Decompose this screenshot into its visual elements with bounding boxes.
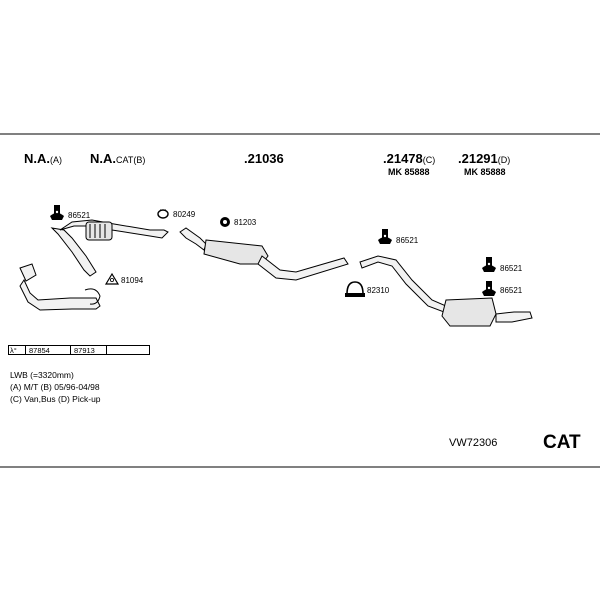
clamp-icon [378, 229, 392, 244]
reference-symbol: λ° [8, 346, 26, 355]
heading-part-21291-main: .21291 [458, 151, 498, 166]
part-label-86521: 86521 [500, 286, 523, 295]
diagram-code: VW72306 [449, 437, 498, 449]
part-label-86521: 86521 [500, 264, 523, 273]
u-bolt-clamp-icon [345, 281, 365, 297]
heading-part-21478-main: .21478 [383, 151, 423, 166]
note-line: LWB (=3320mm) [10, 370, 74, 380]
part-label-81094: 81094 [121, 276, 144, 285]
part-label-82310: 82310 [367, 286, 390, 295]
reference-cell: 87913 [71, 346, 107, 355]
heading-part-21036: .21036 [244, 152, 284, 165]
part-label-86521: 86521 [68, 211, 91, 220]
heading-na-cat-suffix: CAT(B) [116, 155, 146, 165]
rubber-mount-icon [220, 217, 230, 227]
heading-part-21478-suffix: (C) [422, 155, 436, 165]
part-label-86521: 86521 [396, 236, 419, 245]
mk-label-21478: MK 85888 [388, 167, 430, 177]
clamp-icon [482, 257, 496, 272]
heading-na-cat: N.A.CAT(B) [90, 152, 145, 165]
heading-part-21036-main: .21036 [244, 151, 284, 166]
part-label-80249: 80249 [173, 210, 196, 219]
front-pipe-with-catalyst [19, 219, 169, 311]
note-line: (C) Van,Bus (D) Pick-up [10, 394, 101, 404]
mk-label-21291: MK 85888 [464, 167, 506, 177]
heading-na-a: N.A.(A) [24, 152, 62, 165]
sealing-ring-icon [157, 209, 169, 219]
heading-na-cat-main: N.A. [90, 151, 116, 166]
middle-silencer [179, 227, 349, 281]
cat-badge: CAT [543, 432, 581, 453]
clamp-icon [482, 281, 496, 296]
rear-silencer [359, 255, 533, 327]
reference-table [8, 345, 150, 355]
note-line: (A) M/T (B) 05/96-04/98 [10, 382, 100, 392]
heading-part-21478: .21478(C) [383, 152, 435, 165]
clamp-icon [50, 205, 64, 220]
reference-cell: 87854 [26, 346, 71, 355]
part-label-81203: 81203 [234, 218, 257, 227]
heading-na-a-main: N.A. [24, 151, 50, 166]
heading-part-21291-suffix: (D) [497, 155, 511, 165]
gasket-icon [104, 272, 120, 285]
reference-cell [107, 346, 150, 355]
heading-part-21291: .21291(D) [458, 152, 510, 165]
heading-na-a-suffix: (A) [50, 155, 62, 165]
